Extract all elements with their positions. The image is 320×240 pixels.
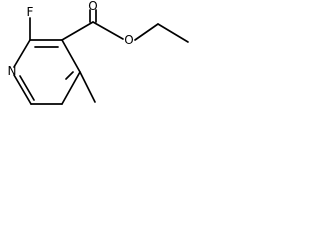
molecule-canvas: F N O O [0,0,220,134]
bond-ester-oxygen-ch2 [134,23,159,41]
bond-c4-c5 [61,71,81,105]
bond-n1-c2 [13,39,31,68]
bond-c3-carbonyl-carbon [61,21,94,41]
ester-oxygen-atom-label: O [124,33,133,47]
carbonyl-oxygen-atom-label: O [88,0,97,13]
aromatic-inner-bond-bottom [19,75,35,101]
bond-ch2-ch3 [157,23,189,43]
structure-drawing: F N O O [8,0,189,105]
fluorine-atom-label: F [27,5,34,19]
ring-nitrogen-atom-label: N [8,64,17,78]
bond-c3-c4 [61,39,81,73]
aromatic-inner-bond-right [65,71,74,80]
bond-c4-methyl [79,71,96,103]
bond-c6-n1 [13,74,32,105]
bond-carbonyl-carbon-ester-oxygen [92,21,124,40]
